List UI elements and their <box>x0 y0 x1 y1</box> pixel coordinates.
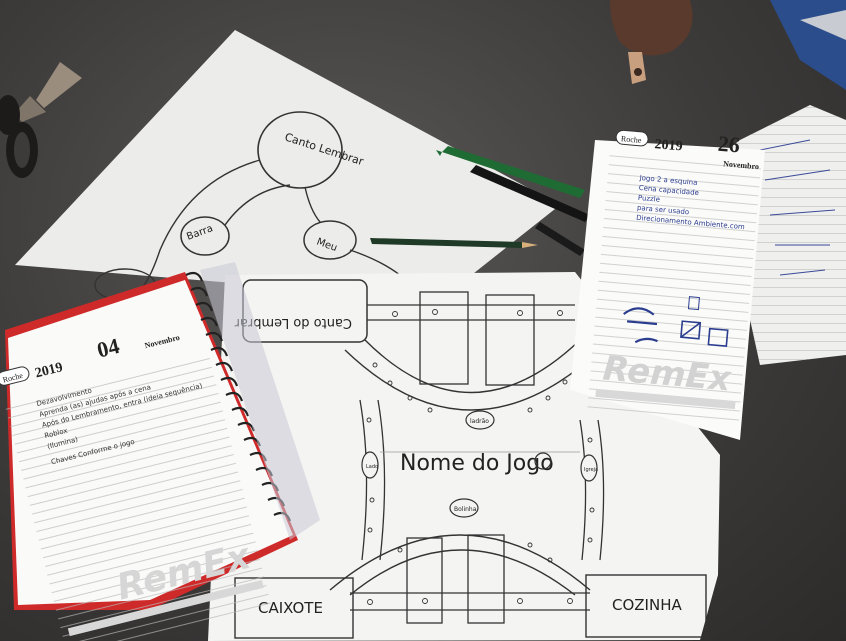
scissors <box>0 62 82 178</box>
planner-right-brand: Roche <box>621 134 643 145</box>
planner-right: Roche 2019 26 Novembro Jogo 2 a esquina … <box>570 121 765 440</box>
bag-zipper <box>610 0 693 84</box>
planner-right-day: 26 <box>717 131 741 158</box>
hub-bottom-label: Bolinha <box>454 506 477 513</box>
dark-pen <box>535 222 585 256</box>
hub-top-label: ladrão <box>470 418 489 425</box>
map-title: Nome do Jogo <box>400 451 554 476</box>
hub-right-label: Igreja <box>584 467 598 473</box>
blue-object <box>770 0 846 90</box>
planner-right-year: 2019 <box>654 137 683 154</box>
hub-left-label: Lado <box>366 464 378 470</box>
mindmap-sheet: Canto Lembrar Barra Meu <box>15 30 560 301</box>
room-bottom-right-label: COZINHA <box>612 596 682 614</box>
